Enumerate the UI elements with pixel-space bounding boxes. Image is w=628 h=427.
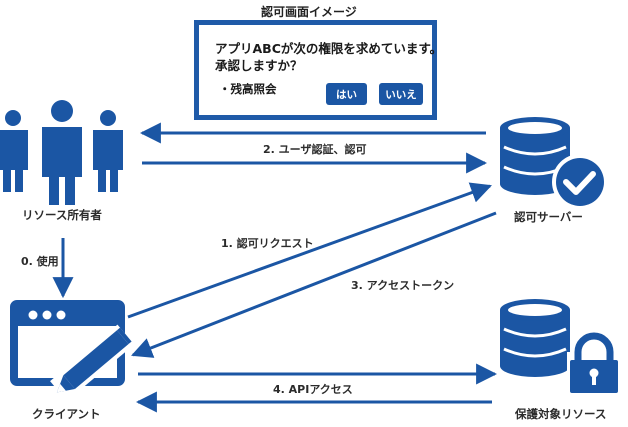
dialog-title: 認可画面イメージ	[261, 5, 357, 19]
no-button[interactable]: いいえ	[379, 83, 423, 105]
database-check-icon	[500, 117, 608, 210]
step1-label: 1. 認可リクエスト	[221, 237, 314, 250]
step0-label: 0. 使用	[21, 255, 59, 268]
arrow-step3	[131, 211, 497, 358]
client-label: クライアント	[32, 407, 101, 421]
dialog-message-line2: 承認しますか？	[215, 58, 303, 73]
protected-resource-label: 保護対象リソース	[515, 407, 607, 421]
dialog-frame	[194, 20, 437, 120]
database-lock-icon	[500, 299, 621, 396]
resource-owner-label: リソース所有者	[22, 208, 102, 222]
dialog-message-line1: アプリABCが次の権限を求めています。	[215, 41, 443, 56]
step2-label: 2. ユーザ認証、認可	[263, 143, 367, 156]
browser-pencil-icon	[10, 300, 135, 402]
arrow-step1	[127, 182, 492, 319]
dialog-permission: ・残高照会	[219, 82, 277, 96]
auth-server-label: 認可サーバー	[514, 210, 583, 224]
users-icon	[0, 100, 123, 205]
yes-button[interactable]: はい	[326, 83, 367, 105]
step4-label: 4. APIアクセス	[273, 383, 353, 396]
step3-label: 3. アクセストークン	[351, 279, 455, 292]
